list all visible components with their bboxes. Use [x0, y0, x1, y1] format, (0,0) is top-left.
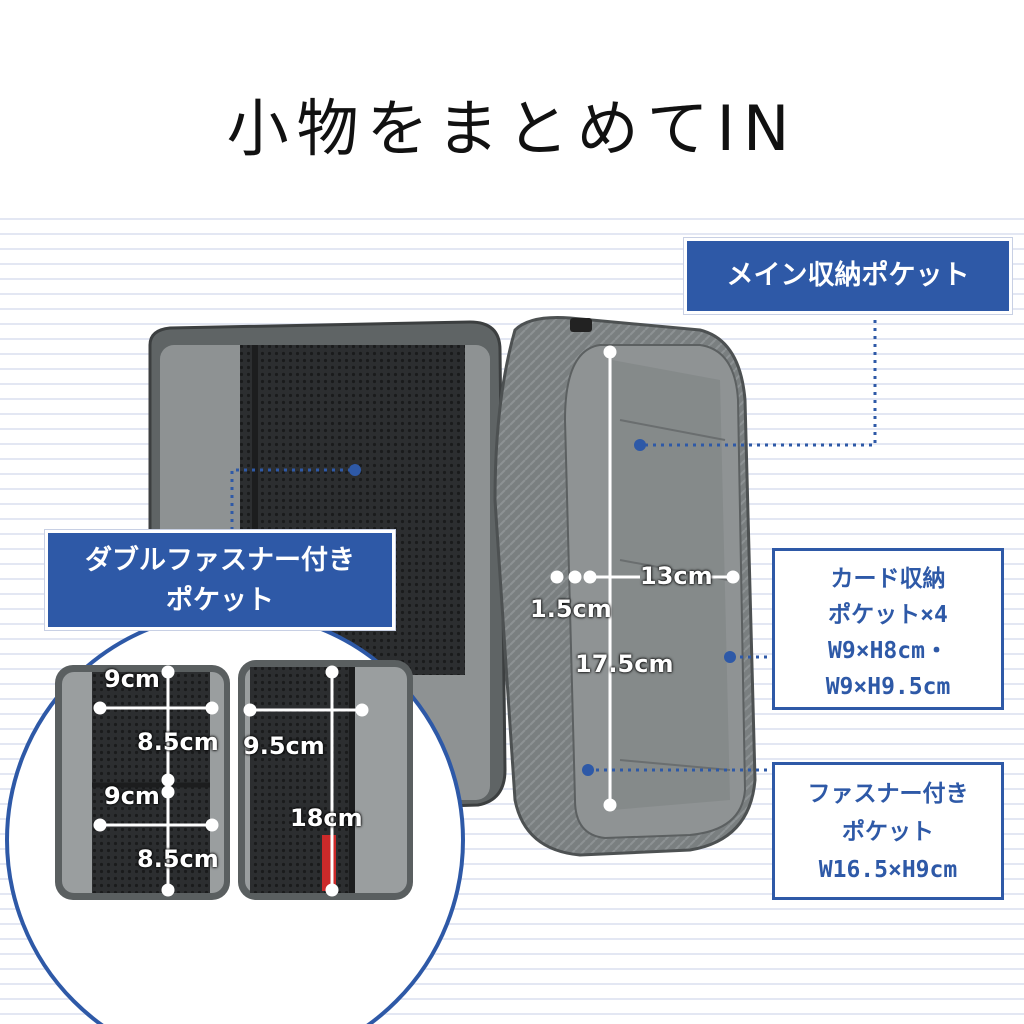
card-pocket-line-1: カード収納	[830, 566, 946, 592]
zipper-pocket-line-3: W16.5×H9cm	[818, 857, 958, 883]
double-zipper-pocket-label: ダブルファスナー付き ポケット	[45, 530, 395, 630]
inset-mid-width-dim: 9cm	[104, 782, 160, 810]
inset-top-width-dim: 9cm	[104, 665, 160, 693]
right-pouch-half	[493, 316, 757, 857]
right-width-dim: 13cm	[640, 562, 713, 590]
double-zipper-line-1: ダブルファスナー付き	[85, 545, 355, 576]
right-depth-dim: 1.5cm	[530, 595, 612, 623]
card-pocket-label: カード収納 ポケット×4 W9×H8cm・ W9×H9.5cm	[772, 548, 1004, 710]
detail-inset	[5, 610, 465, 1024]
card-pocket-line-4: W9×H9.5cm	[825, 674, 951, 700]
zipper-pocket-line-1: ファスナー付き	[807, 781, 969, 807]
inset-right-height-dim: 18cm	[290, 804, 363, 832]
card-pocket-line-2: ポケット×4	[828, 602, 948, 628]
right-height-dim: 17.5cm	[575, 650, 674, 678]
inset-right-width-dim: 9.5cm	[243, 732, 325, 760]
zipper-pocket-label: ファスナー付き ポケット W16.5×H9cm	[772, 762, 1004, 900]
double-zipper-line-2: ポケット	[166, 585, 274, 616]
zipper-pocket-line-2: ポケット	[842, 819, 934, 845]
main-pocket-label: メイン収納ポケット	[684, 238, 1012, 314]
callout-leader-lines	[230, 312, 877, 776]
card-pocket-line-3: W9×H8cm・	[828, 638, 948, 664]
page-title: 小物をまとめてIN	[226, 92, 798, 165]
main-pocket-text: メイン収納ポケット	[726, 260, 970, 291]
right-dimension-lines	[550, 345, 740, 812]
inset-top-height-dim: 8.5cm	[137, 728, 219, 756]
inset-bottom-height-dim: 8.5cm	[137, 845, 219, 873]
